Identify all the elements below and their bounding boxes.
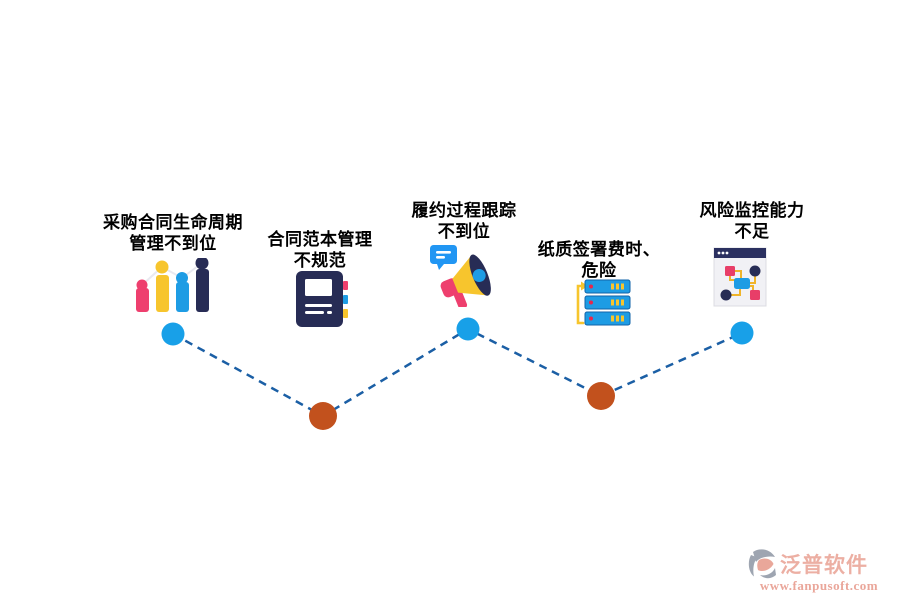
dashed-line: [172, 327, 743, 418]
milestone-dot: [730, 321, 754, 345]
milestone-dot: [587, 382, 615, 410]
megaphone-icon: [428, 243, 498, 312]
brand-name: 泛普软件: [780, 554, 868, 577]
pain-point-title-5: 风险监控能力 不足: [642, 200, 862, 242]
title-line: 采购合同生命周期: [103, 213, 243, 232]
watermark: 泛普软件 www.fanpusoft.com: [746, 548, 892, 594]
title-line: 危险: [581, 261, 617, 280]
pain-point-title-4: 纸质签署费时、 危险: [489, 239, 709, 281]
title-line: 纸质签署费时、: [537, 240, 661, 259]
pain-point-title-2: 合同范本管理 不规范: [210, 229, 430, 271]
title-line: 风险监控能力: [699, 201, 805, 220]
server-stack-icon: [569, 278, 631, 333]
pain-point-title-3: 履约过程跟踪 不到位: [354, 200, 574, 242]
brand-url: www.fanpusoft.com: [759, 578, 879, 593]
title-line: 不到位: [437, 222, 491, 241]
milestone-dot: [309, 402, 337, 430]
pain-point-title-1: 采购合同生命周期 管理不到位: [63, 212, 283, 254]
title-line: 管理不到位: [129, 234, 217, 253]
fanpu-logo-icon: [748, 549, 776, 579]
milestone-dot: [456, 317, 480, 341]
bar-chart-icon: [133, 256, 217, 317]
notebook-icon: [293, 270, 349, 333]
title-line: 履约过程跟踪: [411, 201, 517, 220]
milestone-dot: [161, 322, 185, 346]
title-line: 不足: [734, 222, 770, 241]
title-line: 合同范本管理: [267, 230, 373, 249]
title-line: 不规范: [293, 251, 347, 270]
flowchart-window-icon: [713, 247, 767, 312]
